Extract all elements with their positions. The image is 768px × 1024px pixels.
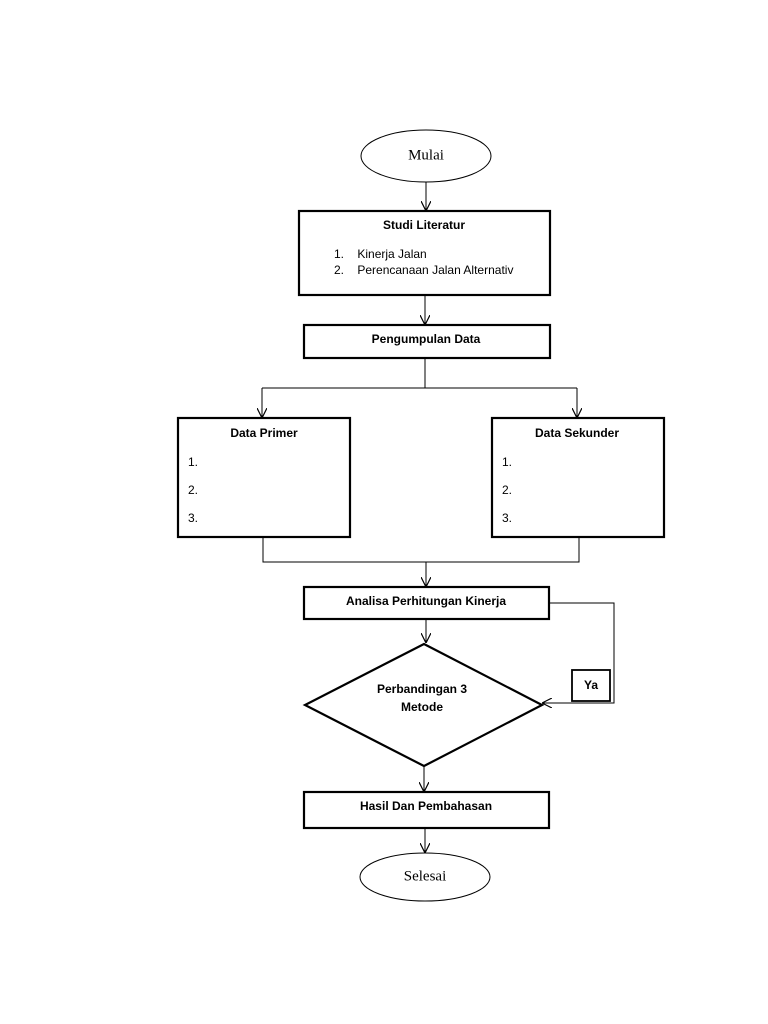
collection-box: Pengumpulan Data bbox=[302, 323, 552, 360]
end-node: Selesai bbox=[359, 852, 491, 902]
primary-data-box: Data Primer 1. 2. 3. bbox=[176, 416, 352, 539]
decision-line-2: Metode bbox=[401, 700, 443, 714]
analysis-box: Analisa Perhitungan Kinerja bbox=[302, 585, 551, 621]
split-connector bbox=[262, 358, 577, 389]
primary-item-3: 3. bbox=[188, 511, 198, 525]
results-box: Hasil Dan Pembahasan bbox=[302, 790, 551, 830]
secondary-data-box: Data Sekunder 1. 2. 3. bbox=[490, 416, 666, 539]
yes-label-box: Ya bbox=[571, 669, 611, 702]
secondary-item-2: 2. bbox=[502, 483, 512, 497]
results-label: Hasil Dan Pembahasan bbox=[360, 799, 492, 813]
end-label: Selesai bbox=[404, 868, 447, 884]
primary-title: Data Primer bbox=[230, 426, 298, 440]
feedback-loop-connector bbox=[542, 602, 615, 703]
secondary-item-1: 1. bbox=[502, 455, 512, 469]
secondary-title: Data Sekunder bbox=[535, 426, 619, 440]
start-label: Mulai bbox=[408, 147, 444, 163]
analysis-label: Analisa Perhitungan Kinerja bbox=[346, 594, 506, 608]
yes-label: Ya bbox=[584, 678, 598, 692]
literature-box: Studi Literatur 1. Kinerja Jalan 2. Pere… bbox=[297, 209, 552, 297]
secondary-item-3: 3. bbox=[502, 511, 512, 525]
collection-label: Pengumpulan Data bbox=[372, 332, 481, 346]
decision-line-1: Perbandingan 3 bbox=[377, 682, 467, 696]
literature-item-2: 2. Perencanaan Jalan Alternativ bbox=[334, 263, 513, 277]
start-node: Mulai bbox=[360, 129, 492, 183]
literature-item-1: 1. Kinerja Jalan bbox=[334, 247, 427, 261]
primary-item-1: 1. bbox=[188, 455, 198, 469]
primary-item-2: 2. bbox=[188, 483, 198, 497]
merge-connector bbox=[262, 537, 580, 563]
literature-title: Studi Literatur bbox=[383, 218, 465, 232]
decision-diamond: Perbandingan 3 Metode bbox=[302, 642, 545, 768]
